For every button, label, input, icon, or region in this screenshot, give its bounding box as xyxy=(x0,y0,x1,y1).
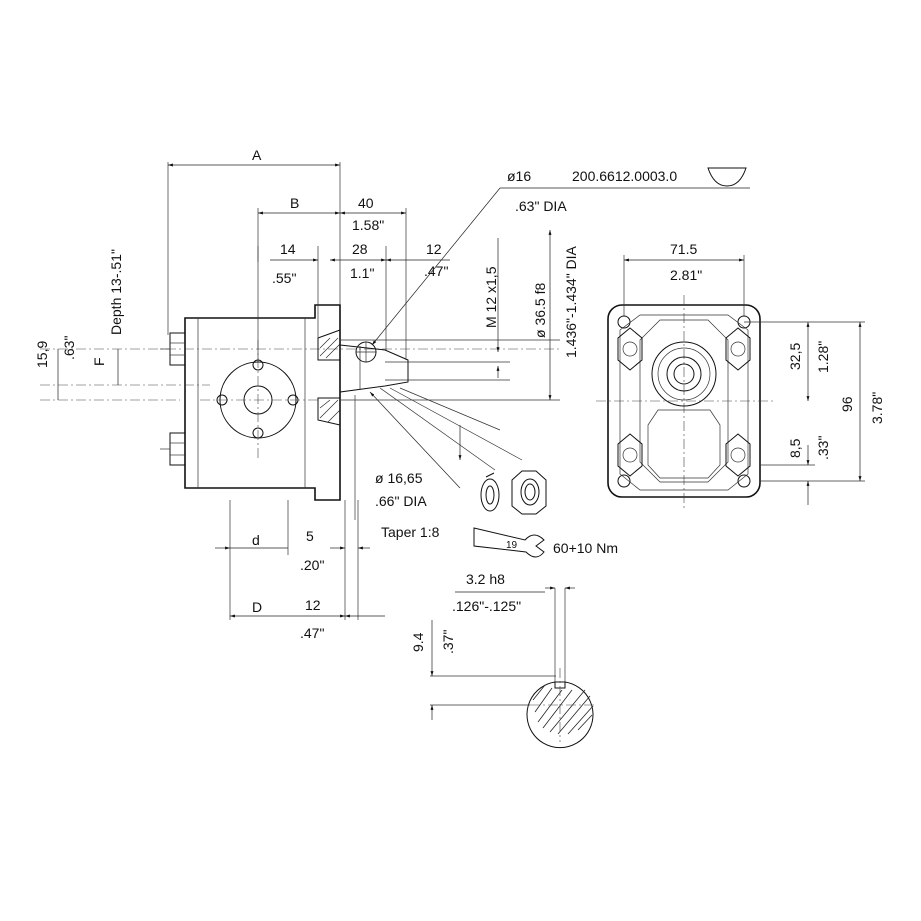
front-width-label: 71.5 xyxy=(670,241,697,257)
dim-1.28-label: 1.28" xyxy=(815,341,831,373)
dim-d-label: d xyxy=(252,532,260,548)
dim-15.9-label: 15,9 xyxy=(34,341,50,368)
F-label: F xyxy=(91,357,107,366)
flange-section-hatch xyxy=(317,329,341,426)
bolt-head-front xyxy=(725,433,751,477)
key-width-label: 3.2 h8 xyxy=(466,571,505,587)
woodruff-key-icon xyxy=(707,167,747,187)
dim-.55-label: .55" xyxy=(272,270,296,286)
dim-96-label: 96 xyxy=(839,396,855,412)
dia-36.5-label: ø 36.5 f8 xyxy=(532,283,548,338)
key-height-in-label: .37" xyxy=(440,630,456,654)
pump-side-view xyxy=(40,162,560,620)
bolt-head-front xyxy=(725,327,751,371)
dim-1.1-label: 1.1" xyxy=(350,265,374,281)
dim-A-label: A xyxy=(252,147,262,163)
dim-5-label: 5 xyxy=(306,528,314,544)
dim-.63-label: .63" xyxy=(61,336,77,360)
dim-3.78-label: 3.78" xyxy=(869,392,885,424)
dim-.20-label: .20" xyxy=(300,557,324,573)
wrench-size-label: 19 xyxy=(506,540,518,551)
dia-16.65-label: ø 16,65 xyxy=(375,470,423,486)
dia-.66-label: .66" DIA xyxy=(375,493,427,509)
bolt-head-lower xyxy=(169,432,186,466)
taper-label: Taper 1:8 xyxy=(381,524,440,540)
dim-D-label: D xyxy=(252,599,262,615)
front-view-dimensions xyxy=(623,255,865,505)
dia-1.436-label: 1.436"-1.434" DIA xyxy=(563,245,579,358)
key-section xyxy=(430,586,595,749)
nut-icon xyxy=(511,470,547,515)
pump-body-outline xyxy=(184,304,341,501)
depth-note-label: Depth 13-.51" xyxy=(108,249,124,335)
dim-12-top-label: 12 xyxy=(426,241,442,257)
thread-label: M 12 x1,5 xyxy=(483,266,499,328)
lock-washer-icon xyxy=(480,472,500,512)
bolt-head-front xyxy=(617,327,643,371)
dim-.47-bottom-label: .47" xyxy=(300,625,324,641)
key-width-in-label: .126"-.125" xyxy=(452,598,521,614)
dia-16-label: ø16 xyxy=(507,168,531,184)
dim-40-label: 40 xyxy=(358,195,374,211)
dim-12-bottom-label: 12 xyxy=(305,597,321,613)
front-width-in-label: 2.81" xyxy=(670,267,702,283)
dim-.47-top-label: .47" xyxy=(424,263,448,279)
dim-14-label: 14 xyxy=(280,241,296,257)
wrench-icon xyxy=(473,527,545,558)
dim-B-label: B xyxy=(290,195,299,211)
pump-front-view xyxy=(596,295,775,508)
dim-1.58-label: 1.58" xyxy=(352,217,384,233)
part-number-label: 200.6612.0003.0 xyxy=(572,168,677,184)
dim-8.5-label: 8,5 xyxy=(787,438,803,458)
torque-label: 60+10 Nm xyxy=(553,540,618,556)
dim-32.5-label: 32,5 xyxy=(787,343,803,370)
dim-.33-label: .33" xyxy=(815,436,831,460)
side-view-dimensions xyxy=(57,163,450,618)
shaft-callouts xyxy=(340,187,750,489)
dia-.63-label: .63" DIA xyxy=(515,198,567,214)
dim-28-label: 28 xyxy=(352,241,368,257)
shaft xyxy=(339,341,409,393)
key-height-label: 9.4 xyxy=(410,632,426,652)
bolt-head-front xyxy=(617,433,643,477)
shaft-bore-outer xyxy=(651,341,717,407)
